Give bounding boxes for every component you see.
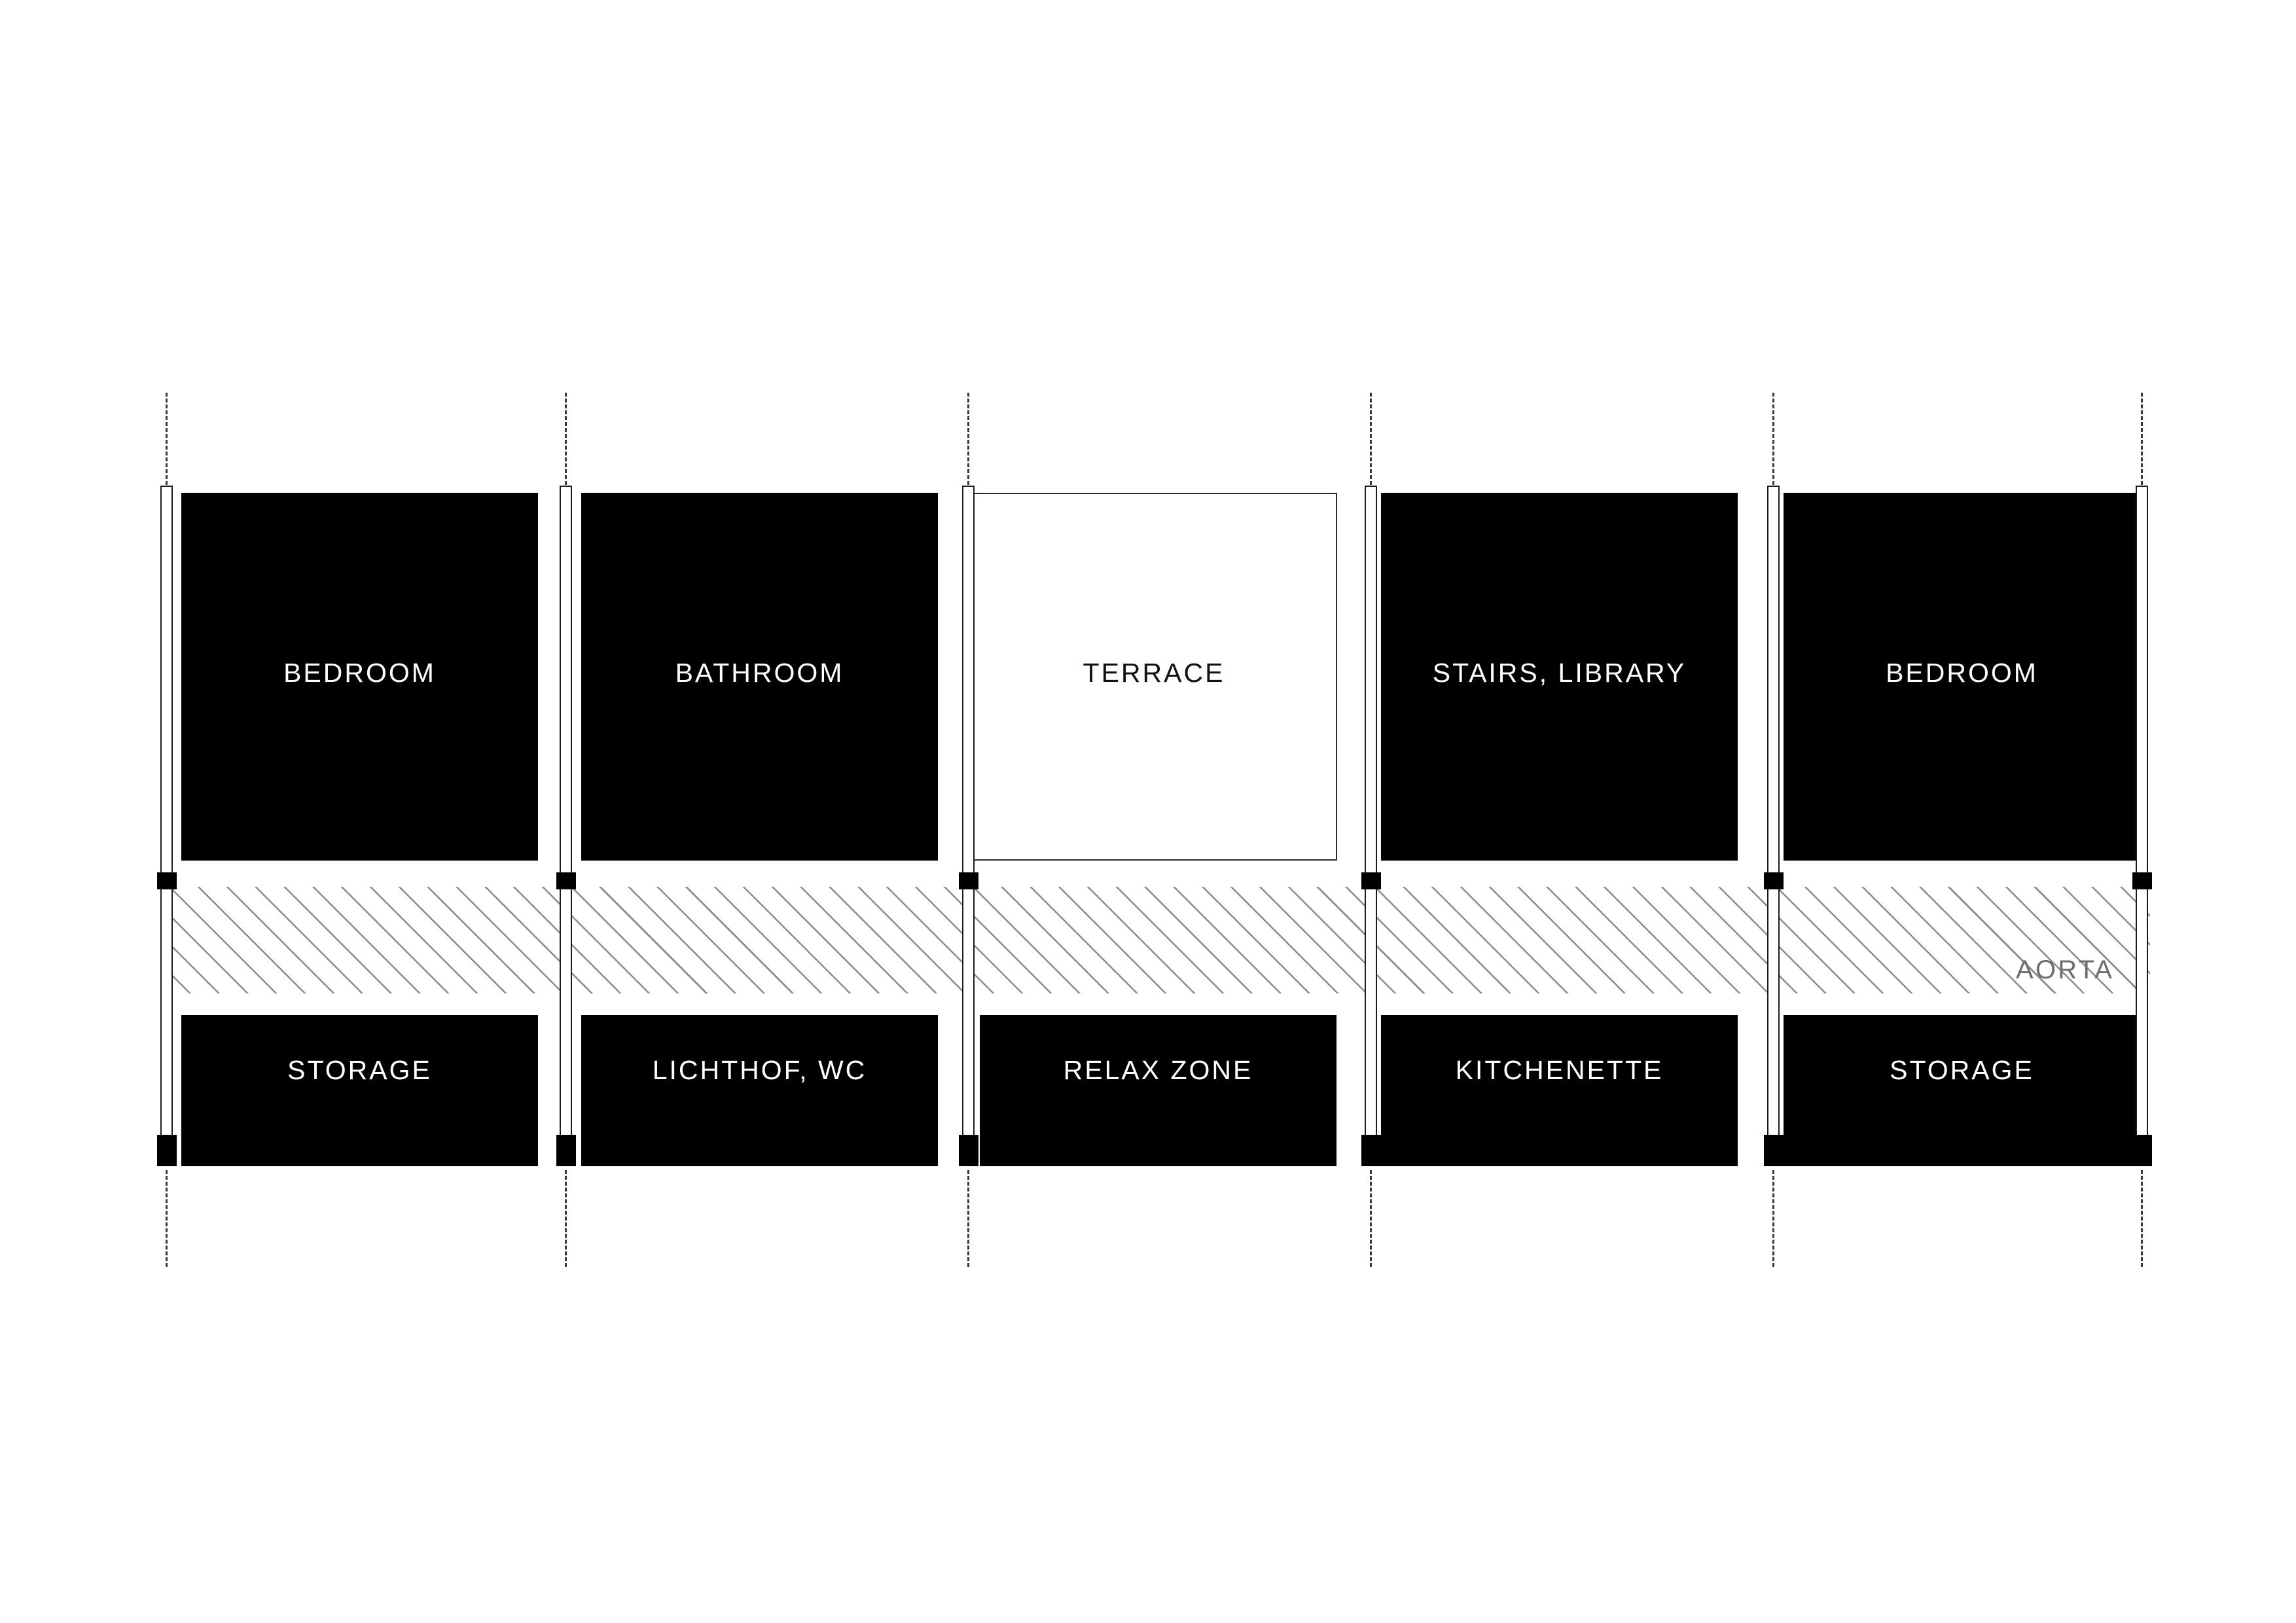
- wall-node-top-2: [556, 872, 576, 889]
- wall-column-3: [962, 486, 975, 1166]
- wall-column-6: [2136, 486, 2148, 1166]
- grid-axis-6-lower: [2141, 1170, 2143, 1267]
- grid-axis-6-upper: [2141, 393, 2143, 491]
- wall-node-bottom-5: [1764, 1135, 1784, 1166]
- aorta-label: AORTA: [2016, 955, 2115, 984]
- room-upper-4[interactable]: STAIRS, LIBRARY: [1381, 493, 1738, 861]
- wall-node-top-6: [2132, 872, 2152, 889]
- room-lower-4[interactable]: KITCHENETTE: [1381, 1015, 1738, 1166]
- room-lower-2[interactable]: LICHTHOF, WC: [581, 1015, 938, 1166]
- wall-column-1: [160, 486, 173, 1166]
- wall-node-bottom-6: [2132, 1135, 2152, 1166]
- room-upper-3-terrace[interactable]: TERRACE: [971, 493, 1337, 861]
- wall-column-5: [1767, 486, 1780, 1166]
- grid-axis-4-lower: [1370, 1170, 1372, 1267]
- grid-axis-5-upper: [1772, 393, 1774, 491]
- grid-axis-5-lower: [1772, 1170, 1774, 1267]
- room-lower-3-label: RELAX ZONE: [1063, 1055, 1253, 1085]
- room-upper-5-label: BEDROOM: [1886, 658, 2038, 688]
- wall-node-top-4: [1361, 872, 1381, 889]
- room-lower-1[interactable]: STORAGE: [181, 1015, 538, 1166]
- wall-node-top-3: [959, 872, 978, 889]
- wall-column-2: [560, 486, 572, 1166]
- room-lower-5[interactable]: STORAGE: [1784, 1015, 2140, 1166]
- wall-column-4: [1365, 486, 1377, 1166]
- room-upper-2[interactable]: BATHROOM: [581, 493, 938, 861]
- grid-axis-3-upper: [967, 393, 969, 491]
- wall-node-bottom-2: [556, 1135, 576, 1166]
- grid-axis-3-lower: [967, 1170, 969, 1267]
- grid-axis-1-upper: [166, 393, 168, 491]
- room-upper-1[interactable]: BEDROOM: [181, 493, 538, 861]
- room-lower-5-label: STORAGE: [1890, 1055, 2034, 1085]
- room-lower-1-label: STORAGE: [287, 1055, 432, 1085]
- room-upper-3-label: TERRACE: [1083, 658, 1225, 688]
- aorta-corridor-band: [160, 887, 2150, 993]
- wall-node-bottom-1: [157, 1135, 177, 1166]
- room-upper-1-label: BEDROOM: [283, 658, 436, 688]
- wall-node-top-1: [157, 872, 177, 889]
- room-lower-2-label: LICHTHOF, WC: [652, 1055, 867, 1085]
- grid-axis-2-lower: [565, 1170, 567, 1267]
- wall-node-bottom-3: [959, 1135, 978, 1166]
- room-upper-2-label: BATHROOM: [675, 658, 844, 688]
- grid-axis-4-upper: [1370, 393, 1372, 491]
- room-upper-5[interactable]: BEDROOM: [1784, 493, 2140, 861]
- grid-axis-2-upper: [565, 393, 567, 491]
- room-lower-4-label: KITCHENETTE: [1455, 1055, 1664, 1085]
- room-upper-4-label: STAIRS, LIBRARY: [1432, 658, 1687, 688]
- room-lower-3[interactable]: RELAX ZONE: [980, 1015, 1336, 1166]
- wall-node-top-5: [1764, 872, 1784, 889]
- wall-node-bottom-4: [1361, 1135, 1381, 1166]
- grid-axis-1-lower: [166, 1170, 168, 1267]
